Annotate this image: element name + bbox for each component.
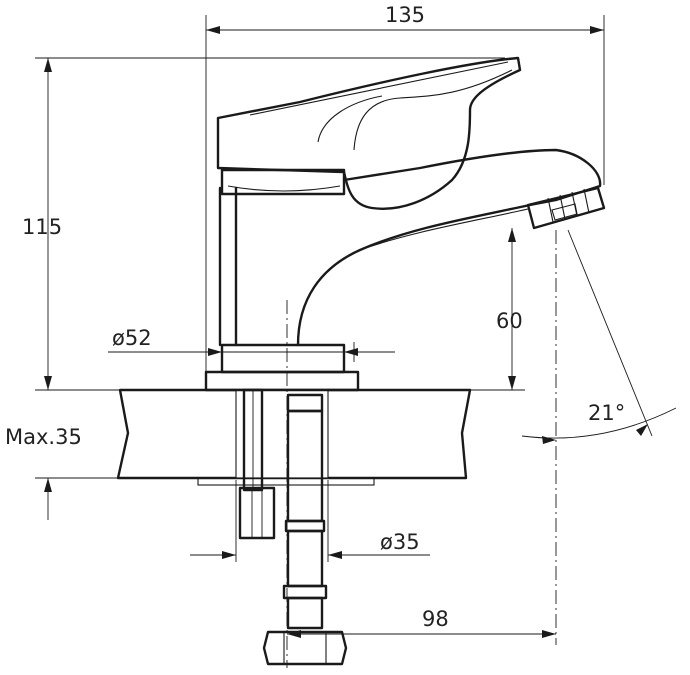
label-base-diameter: ø52 xyxy=(112,326,152,350)
label-spout-angle: 21° xyxy=(588,401,625,425)
label-spout-reach: 98 xyxy=(422,607,449,631)
faucet-body xyxy=(204,56,606,392)
label-hole-diameter: ø35 xyxy=(380,530,420,554)
dimension-labels: 135 115 60 ø52 Max.35 ø35 98 21° xyxy=(5,3,625,631)
dimension-lines xyxy=(35,15,677,645)
countertop-section xyxy=(116,388,472,486)
label-overall-height: 115 xyxy=(22,215,62,239)
mounting-hardware xyxy=(238,300,348,668)
label-spout-height: 60 xyxy=(496,309,523,333)
label-max-countertop: Max.35 xyxy=(5,425,82,449)
label-overall-width: 135 xyxy=(385,3,425,27)
